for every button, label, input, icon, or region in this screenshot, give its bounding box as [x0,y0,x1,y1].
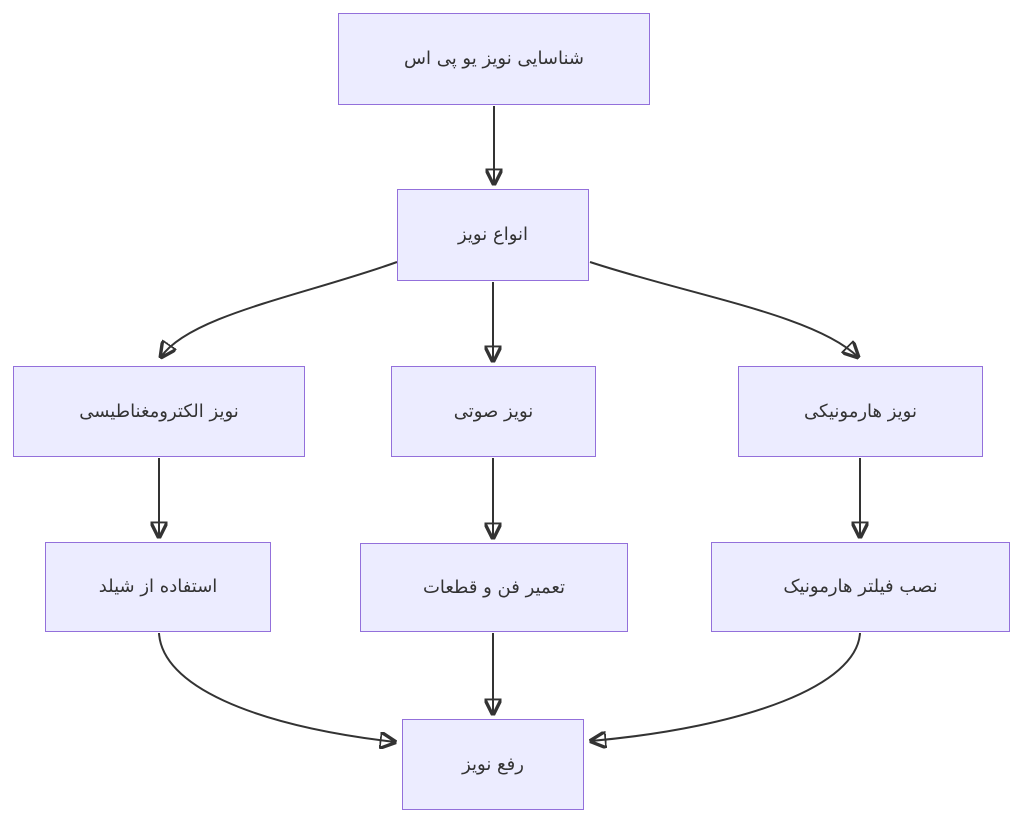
node-noise-removal: رفع نویز [402,719,584,810]
node-label: نویز صوتی [453,400,534,422]
node-label: رفع نویز [462,753,524,775]
node-label: نصب فیلتر هارمونیک [783,576,938,598]
node-label: شناسایی نویز یو پی اس [404,48,585,70]
node-label: تعمیر فن و قطعات [422,576,566,598]
node-label: نویز هارمونیکی [804,400,917,422]
node-repair-fan-parts: تعمیر فن و قطعات [360,543,628,632]
node-harmonic-noise: نویز هارمونیکی [738,366,983,457]
edge-filter-fix [591,632,861,741]
node-noise-types: انواع نویز [397,189,589,281]
edge-types-harmonic [589,261,858,357]
node-identify-ups-noise: شناسایی نویز یو پی اس [338,13,650,105]
node-acoustic-noise: نویز صوتی [391,366,596,457]
node-label: استفاده از شیلد [98,576,218,598]
node-label: انواع نویز [457,224,529,246]
edge-shield-fix [158,632,395,742]
node-install-harmonic-filter: نصب فیلتر هارمونیک [711,542,1010,632]
node-label: نویز الکترومغناطیسی [79,400,239,422]
node-use-shield: استفاده از شیلد [45,542,271,632]
node-electromagnetic-noise: نویز الکترومغناطیسی [13,366,305,457]
edge-types-em [161,261,398,357]
